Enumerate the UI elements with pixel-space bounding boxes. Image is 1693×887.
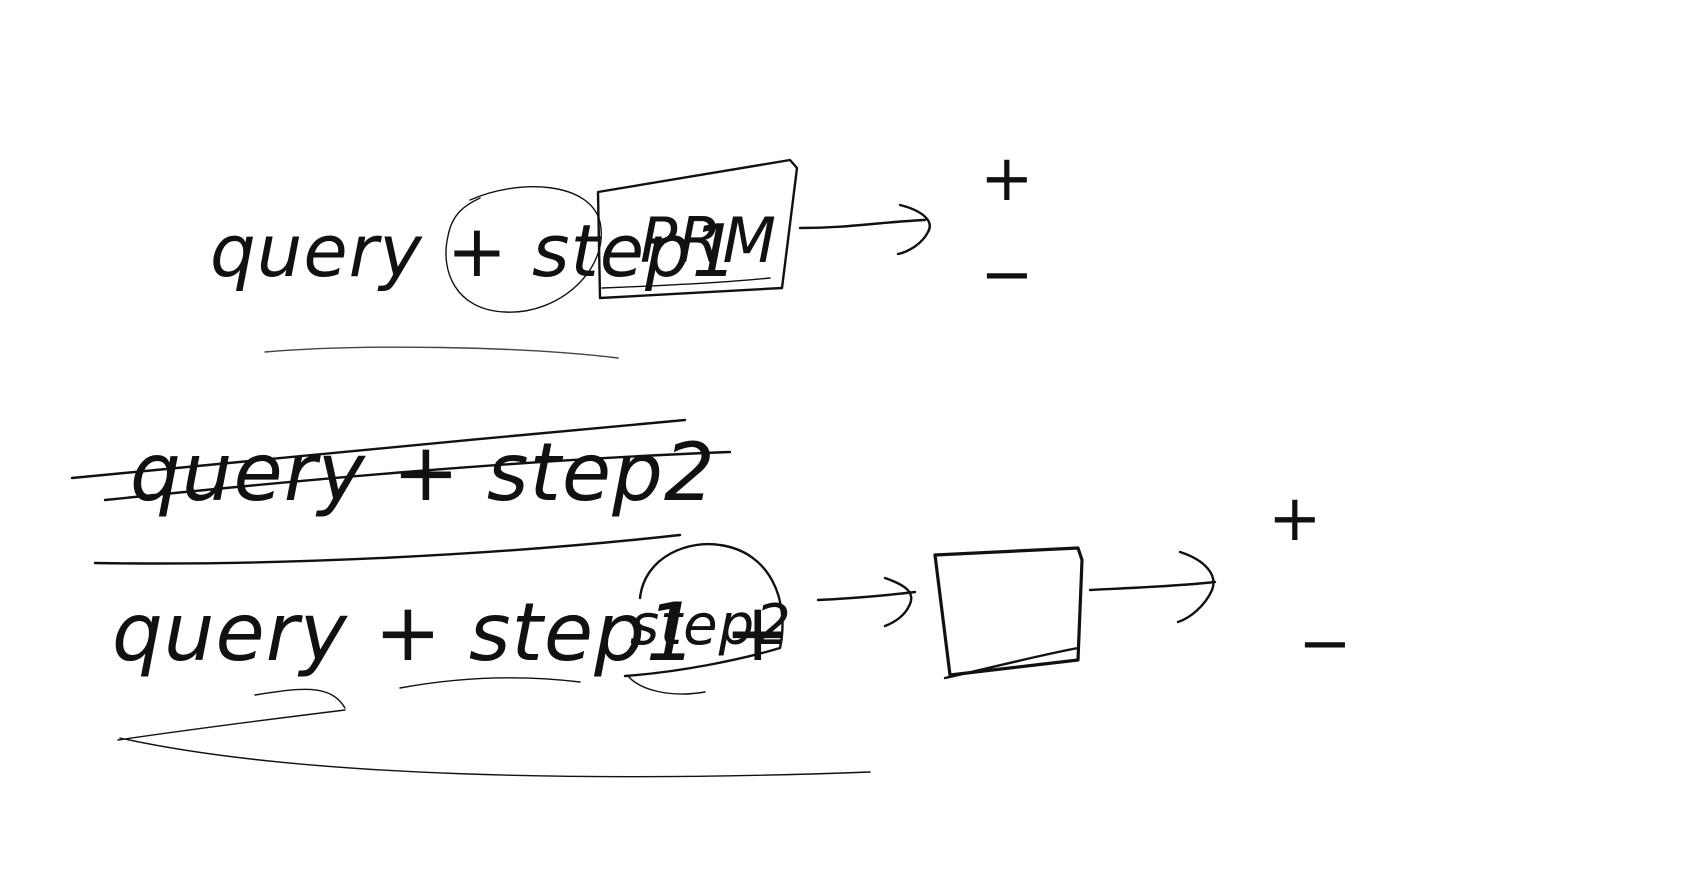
row3-arrow-1 <box>816 576 917 628</box>
row3-prm-box-bottom <box>943 646 1080 680</box>
row-2: query + step2 <box>70 418 732 565</box>
row3-arrow-2 <box>1088 550 1217 624</box>
row-3: query + step1 + step2 + − <box>112 482 1353 778</box>
row3-underline-word-2 <box>399 677 581 689</box>
row1-arrow <box>798 203 931 256</box>
row1-prm-label: PRM <box>640 204 777 277</box>
row1-underline <box>264 346 619 359</box>
row3-output-plus: + <box>1268 482 1323 556</box>
row2-query-text: query + step2 <box>130 426 716 519</box>
row2-underline <box>93 533 682 565</box>
row3-step2-label: step2 <box>630 593 792 658</box>
row1-prm-box-shadow <box>601 277 771 289</box>
row3-underline-short <box>117 709 346 741</box>
row1-output-minus: − <box>980 238 1035 312</box>
row1-output-plus: + <box>980 142 1035 216</box>
row-1: query + step1 PRM + − <box>210 142 1035 359</box>
row2-strike-line-2 <box>103 450 732 502</box>
row3-query-text: query + step1 + <box>112 586 792 679</box>
row3-prm-box <box>933 546 1084 677</box>
row1-step-circle <box>445 186 602 313</box>
row1-prm-box <box>596 158 799 300</box>
row3-step2-base <box>627 675 706 695</box>
row3-output-minus: − <box>1298 607 1353 681</box>
row3-underline-long <box>119 737 871 778</box>
row2-strike-line-1 <box>70 418 687 480</box>
row3-underline-word-1 <box>254 688 346 709</box>
row3-step2-semicircle <box>623 542 784 678</box>
row1-query-text: query + step1 <box>210 209 739 293</box>
